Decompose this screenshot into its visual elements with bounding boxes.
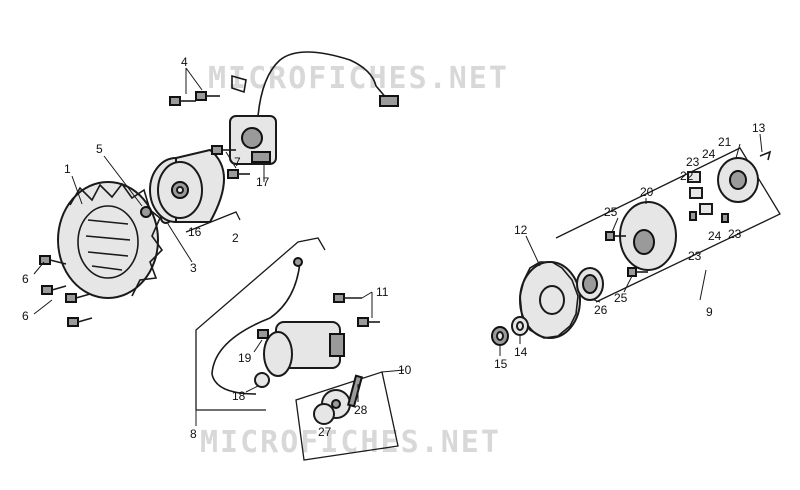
- callout-17: 17: [256, 175, 270, 189]
- circlip: [759, 150, 772, 161]
- watermark-top: MICROFICHES.NET: [208, 61, 509, 96]
- stator-screws: [169, 91, 220, 106]
- nut-15: [491, 326, 509, 346]
- clutch-cover: [717, 157, 759, 203]
- fan-bolts: [39, 255, 93, 327]
- callout-16: 16: [188, 225, 202, 239]
- callout-8: 8: [190, 427, 197, 441]
- group-bracket-2: [185, 211, 241, 233]
- stator-assembly: [211, 51, 399, 179]
- flywheel-rotor: [149, 148, 225, 223]
- callout-13: 13: [752, 121, 766, 135]
- callout-23a: 23: [686, 155, 700, 169]
- callout-3: 3: [190, 261, 197, 275]
- callout-6a: 6: [22, 272, 29, 286]
- callout-9: 9: [706, 305, 713, 319]
- callout-2: 2: [232, 231, 239, 245]
- reduction-gear-group: [295, 371, 399, 461]
- callout-23b: 23: [688, 249, 702, 263]
- callout-24a: 24: [702, 147, 716, 161]
- group-bracket-9: [555, 147, 781, 303]
- callout-20: 20: [640, 185, 654, 199]
- clutch-body: [619, 201, 677, 271]
- callout-4: 4: [181, 55, 188, 69]
- callout-15: 15: [494, 357, 508, 371]
- callout-7: 7: [234, 155, 241, 169]
- callouts: 1 2 3 4 5 6 6 7 8 9 10 11 12 13 14 15 16…: [22, 55, 766, 441]
- callout-10: 10: [398, 363, 412, 377]
- leader-lines: [33, 67, 763, 426]
- starter-driven-gear: [519, 261, 581, 339]
- clutch-rollers: [687, 171, 713, 215]
- callout-26: 26: [594, 303, 608, 317]
- watermark-bottom: MICROFICHES.NET: [200, 425, 501, 460]
- cooling-fan: [57, 181, 164, 299]
- callout-25a: 25: [604, 205, 618, 219]
- callout-19: 19: [238, 351, 252, 365]
- callout-18: 18: [232, 389, 246, 403]
- washer-14: [511, 316, 529, 336]
- callout-25b: 25: [614, 291, 628, 305]
- callout-27: 27: [318, 425, 332, 439]
- callout-24b: 24: [708, 229, 722, 243]
- washer: [140, 206, 152, 218]
- starter-bolts: [333, 293, 380, 327]
- callout-21: 21: [718, 135, 732, 149]
- needle-bearing: [576, 267, 604, 301]
- callout-11: 11: [376, 285, 389, 299]
- callout-14: 14: [514, 345, 528, 359]
- callout-6b: 6: [22, 309, 29, 323]
- clutch-bolts: [605, 211, 729, 277]
- callout-28: 28: [354, 403, 368, 417]
- callout-1: 1: [64, 162, 71, 176]
- callout-22: 22: [680, 169, 694, 183]
- callout-23c: 23: [728, 227, 742, 241]
- callout-12: 12: [514, 223, 528, 237]
- callout-5: 5: [96, 142, 103, 156]
- starter-motor-group: [195, 237, 345, 411]
